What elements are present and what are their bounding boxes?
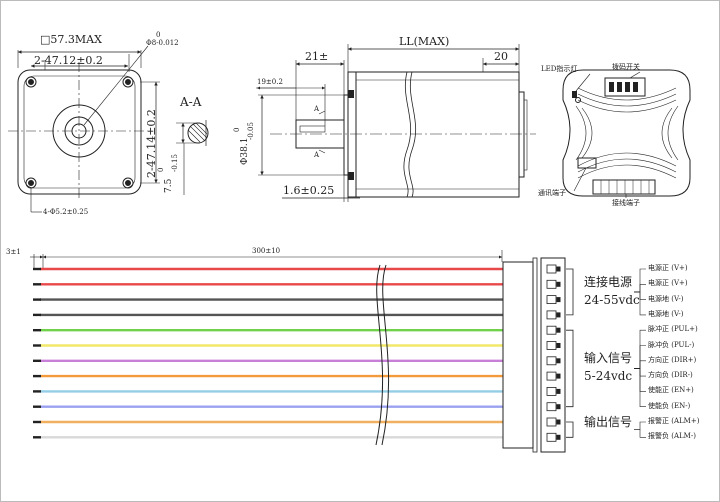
pin-leader (634, 360, 646, 369)
pin-label: 方向负 (DIR-) (648, 371, 693, 380)
pin-label: 报警正 (ALM+) (648, 417, 700, 425)
group-bracket (566, 421, 574, 438)
pin-latch (556, 358, 561, 364)
pin-label: 方向正 (DIR+) (648, 355, 697, 364)
pin-latch (556, 297, 561, 303)
section-view (176, 120, 209, 195)
length-max-label: LL(MAX) (399, 35, 450, 48)
shaft-key (299, 125, 326, 133)
pin-socket (546, 356, 557, 366)
pin-socket (546, 402, 557, 412)
pin-latch (556, 434, 561, 440)
cable-length-label: 300±10 (252, 247, 281, 255)
pin-socket (546, 264, 557, 274)
pin-leader (634, 368, 646, 407)
pin-socket (546, 295, 557, 305)
wiring-terminal-label: 接线端子 (612, 199, 640, 207)
terminal-block (592, 179, 656, 195)
pin-socket (546, 279, 557, 289)
pin-latch (556, 388, 561, 394)
pin-socket (546, 432, 557, 442)
dip-switch (604, 77, 646, 97)
pin-label: 电源地 (V-) (648, 309, 684, 318)
pin-socket (546, 310, 557, 320)
boss-tol-upper: 0 (233, 127, 241, 132)
pin-leader (634, 421, 646, 430)
group-output-title: 输出信号 (584, 415, 633, 429)
pin-label: 使能负 (EN-) (648, 401, 691, 410)
section-marker-top: A (314, 105, 320, 113)
connector-plug (540, 257, 566, 453)
pin-latch (556, 312, 561, 318)
cable-assembly (30, 250, 646, 453)
pin-label: 电源地 (V-) (648, 294, 684, 303)
pin-leader (634, 284, 646, 293)
pin-label: 电源正 (V+) (648, 264, 688, 272)
pin-leader (634, 429, 646, 438)
pin-latch (556, 327, 561, 333)
led-indicator (572, 91, 577, 98)
mount-hole (25, 76, 37, 88)
pin-latch (556, 343, 561, 348)
pin-socket (546, 417, 557, 427)
comm-port-label: 通讯端子 (538, 189, 566, 197)
pin-label: 脉冲正 (PUL+) (648, 325, 698, 334)
boss-tol-lower: -0.05 (247, 122, 255, 140)
group-power-voltage: 24-55vdc (584, 293, 640, 307)
pin-latch (556, 281, 561, 287)
mount-holes-label: 4-Φ5.2±0.25 (43, 208, 89, 216)
section-title: A-A (180, 95, 202, 109)
strip-length-label: 3±1 (6, 248, 21, 256)
comm-port (577, 157, 597, 169)
rear-view (562, 69, 691, 198)
pin-sockets (546, 264, 561, 442)
pin-label: 使能正 (EN+) (648, 386, 694, 395)
group-bracket (566, 329, 574, 408)
pin-label: 脉冲负 (PUL-) (648, 340, 695, 349)
pin-latch (556, 373, 561, 379)
pin-leader (634, 291, 646, 316)
flat-dimension: 7.5 (164, 178, 174, 193)
pin-socket (546, 386, 557, 396)
side-view (256, 44, 536, 202)
pin-socket (546, 325, 557, 335)
pin-socket (546, 371, 557, 381)
group-power-title: 连接电源 (584, 275, 633, 289)
pin-label: 报警负 (ALM-) (648, 432, 696, 441)
pilot-boss-side (343, 94, 349, 176)
shaft-tolerance-sup: 0 (156, 31, 161, 39)
flat-tol-upper: 0 (157, 167, 165, 172)
mount-hole (122, 76, 134, 88)
flange-outline (17, 69, 142, 195)
led-label: LED指示灯 (541, 65, 578, 73)
pin-latch (556, 419, 561, 425)
front-view (8, 45, 160, 213)
heatsink-outline (562, 69, 691, 197)
hole-spacing-horizontal: 2-47.12±0.2 (34, 54, 103, 67)
flange-thickness-label: 1.6±0.25 (283, 184, 335, 197)
boss-diameter-label: Φ38.1 (240, 137, 250, 165)
group-input-title: 输入信号 (584, 351, 633, 365)
connector-housing (502, 261, 534, 449)
group-brackets (566, 268, 646, 438)
hole-spacing-vertical: 2-47.14±0.2 (145, 109, 158, 178)
pin-socket (546, 341, 557, 350)
dip-switch-label: 拨码开关 (612, 63, 640, 71)
group-bracket (566, 268, 574, 316)
pin-latch (556, 266, 561, 272)
flat-tol-lower: -0.15 (171, 154, 179, 172)
flange-size-label: □57.3MAX (40, 33, 102, 46)
mount-hole (122, 177, 134, 189)
end-length-label: 20 (494, 50, 508, 63)
key-length-label: 19±0.2 (257, 78, 283, 86)
group-input-voltage: 5-24vdc (584, 369, 633, 383)
wire-bundle (33, 267, 503, 439)
motor-body (355, 71, 520, 198)
shaft-tolerance-label: Φ8-0.012 (146, 39, 179, 47)
shaft-length-label: 21± (305, 50, 329, 63)
section-marker-bottom: A (314, 151, 320, 159)
pin-label: 电源正 (V+) (648, 279, 688, 288)
pin-latch (556, 404, 561, 410)
